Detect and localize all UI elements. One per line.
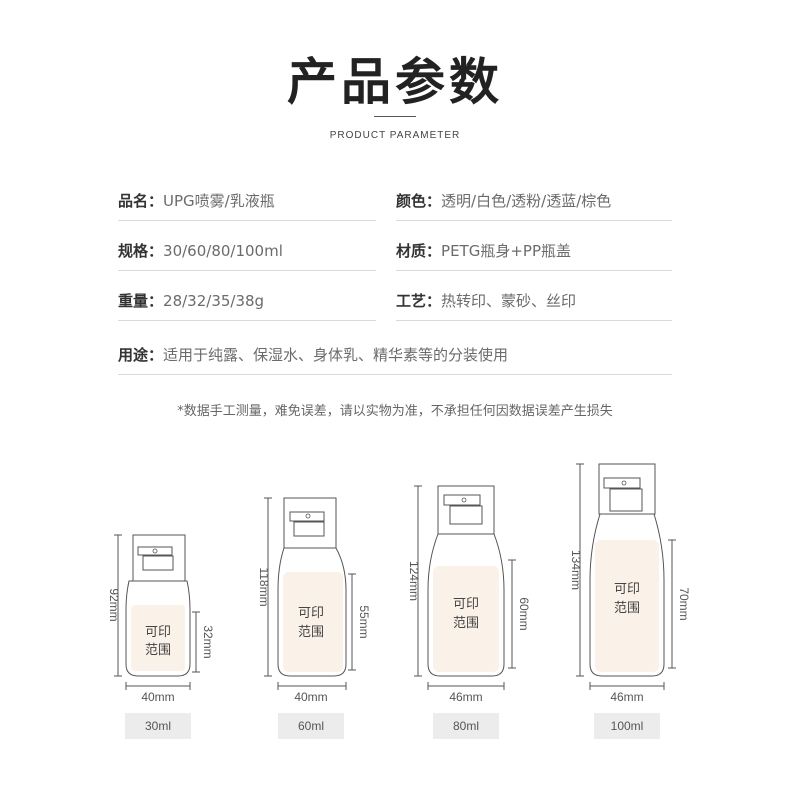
bottle-80ml-width: 46mm	[449, 690, 482, 704]
bottle-30ml-print-height: 32mm	[201, 625, 215, 658]
bottle-100ml-print-line2: 范围	[614, 601, 640, 616]
capacity-label-80ml: 80ml	[433, 713, 499, 739]
param-material-label: 材质	[396, 242, 427, 260]
bottle-30ml-height: 92mm	[107, 588, 121, 621]
disclaimer-note: *数据手工测量，难免误差，请以实物为准，不承担任何因数据误差产生损失	[177, 404, 613, 419]
param-craft: 工艺：热转印、蒙砂、丝印	[396, 286, 672, 321]
bottle-60ml-print-line2: 范围	[298, 625, 324, 640]
bottle-60ml-print-height: 55mm	[357, 605, 371, 638]
bottle-60ml-width: 40mm	[294, 690, 327, 704]
param-material-value: PETG瓶身+PP瓶盖	[441, 242, 571, 260]
param-color: 颜色：透明/白色/透粉/透蓝/棕色	[396, 186, 672, 221]
param-color-label: 颜色	[396, 192, 427, 210]
param-color-value: 透明/白色/透粉/透蓝/棕色	[441, 192, 612, 210]
bottle-30ml-print-line2: 范围	[145, 643, 171, 658]
param-name-label: 品名	[118, 192, 149, 210]
page-title: 产品参数	[287, 53, 503, 111]
bottle-80ml-print-line1: 可印	[453, 597, 479, 612]
title-divider	[374, 116, 416, 117]
param-weight-label: 重量	[118, 292, 149, 310]
bottle-30ml-print-line1: 可印	[145, 625, 171, 640]
bottle-30ml	[114, 534, 200, 690]
param-weight-value: 28/32/35/38g	[163, 292, 265, 310]
param-usage: 用途：适用于纯露、保湿水、身体乳、精华素等的分装使用	[118, 340, 672, 375]
bottle-80ml	[414, 485, 516, 690]
page-subtitle: PRODUCT PARAMETER	[329, 130, 461, 141]
bottle-80ml-print-height: 60mm	[517, 597, 531, 630]
param-name-value: UPG喷雾/乳液瓶	[163, 192, 275, 210]
param-name: 品名：UPG喷雾/乳液瓶	[118, 186, 376, 221]
param-spec-label: 规格	[118, 242, 149, 260]
param-spec: 规格：30/60/80/100ml	[118, 236, 376, 271]
bottle-60ml	[264, 497, 356, 690]
bottle-100ml	[576, 463, 676, 690]
bottle-60ml-print-line1: 可印	[298, 606, 324, 621]
param-material: 材质：PETG瓶身+PP瓶盖	[396, 236, 672, 271]
param-craft-label: 工艺	[396, 292, 427, 310]
param-usage-value: 适用于纯露、保湿水、身体乳、精华素等的分装使用	[163, 346, 509, 364]
param-craft-value: 热转印、蒙砂、丝印	[441, 292, 577, 310]
capacity-label-100ml: 100ml	[594, 713, 660, 739]
capacity-label-60ml: 60ml	[278, 713, 344, 739]
bottle-100ml-height: 134mm	[569, 550, 583, 590]
param-usage-label: 用途	[118, 346, 149, 364]
bottle-80ml-height: 124mm	[407, 561, 421, 601]
bottle-60ml-height: 118mm	[257, 567, 271, 606]
capacity-label-30ml: 30ml	[125, 713, 191, 739]
bottle-100ml-print-height: 70mm	[677, 587, 691, 620]
bottle-100ml-print-line1: 可印	[614, 582, 640, 597]
bottle-80ml-print-line2: 范围	[453, 616, 479, 631]
param-spec-value: 30/60/80/100ml	[163, 242, 283, 260]
bottle-30ml-width: 40mm	[141, 690, 174, 704]
bottle-100ml-width: 46mm	[610, 690, 643, 704]
param-weight: 重量：28/32/35/38g	[118, 286, 376, 321]
